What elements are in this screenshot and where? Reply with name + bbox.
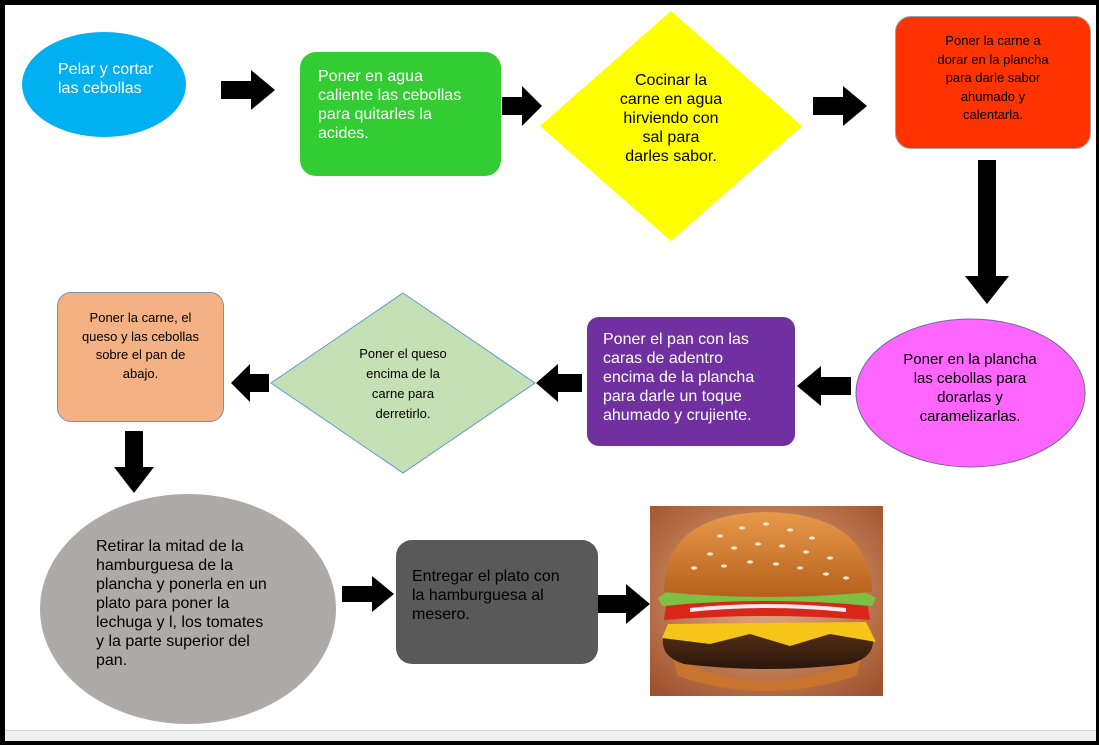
step-1-ellipse[interactable] — [22, 32, 186, 137]
step-7-text: Poner el queso encima de la carne para d… — [359, 346, 447, 421]
arrow-left-icon — [231, 364, 269, 402]
step-6-text: Poner el pan con las caras de adentro en… — [603, 331, 755, 424]
arrow-right-icon — [598, 584, 650, 624]
step-10-text: Entregar el plato con la hamburguesa al … — [412, 568, 560, 623]
arrow-right-icon — [502, 86, 542, 126]
arrow-right-icon — [342, 576, 394, 612]
step-3-text: Cocinar la carne en agua hirviendo con s… — [619, 72, 723, 165]
step-6-box[interactable] — [587, 317, 795, 446]
step-2-box[interactable] — [300, 52, 501, 176]
step-8-box[interactable] — [57, 292, 224, 422]
step-7-diamond[interactable] — [270, 292, 536, 474]
step-8-text: Poner la carne, el queso y las cebollas … — [81, 310, 200, 381]
arrow-right-icon — [221, 70, 275, 110]
step-4-box[interactable] — [895, 16, 1091, 149]
step-3-diamond[interactable] — [540, 11, 802, 241]
step-4-text: Poner la carne a dorar en la plancha par… — [937, 33, 1049, 122]
arrow-left-icon — [536, 364, 582, 402]
step-9-ellipse[interactable] — [40, 494, 336, 724]
step-1-text: Pelar y cortar las cebollas — [58, 61, 154, 97]
step-5-ellipse[interactable] — [855, 318, 1086, 468]
hamburger-image — [650, 506, 883, 696]
arrow-down-icon — [965, 160, 1009, 304]
arrow-left-icon — [797, 366, 851, 406]
step-9-text: Retirar la mitad de la hamburguesa de la… — [96, 538, 267, 669]
arrow-right-icon — [813, 86, 867, 126]
arrow-down-icon — [114, 431, 154, 493]
step-2-text: Poner en agua caliente las cebollas para… — [318, 68, 462, 142]
step-5-text: Poner en la plancha las cebollas para do… — [903, 351, 1037, 425]
step-10-box[interactable] — [396, 540, 598, 664]
status-bar — [5, 730, 1096, 741]
